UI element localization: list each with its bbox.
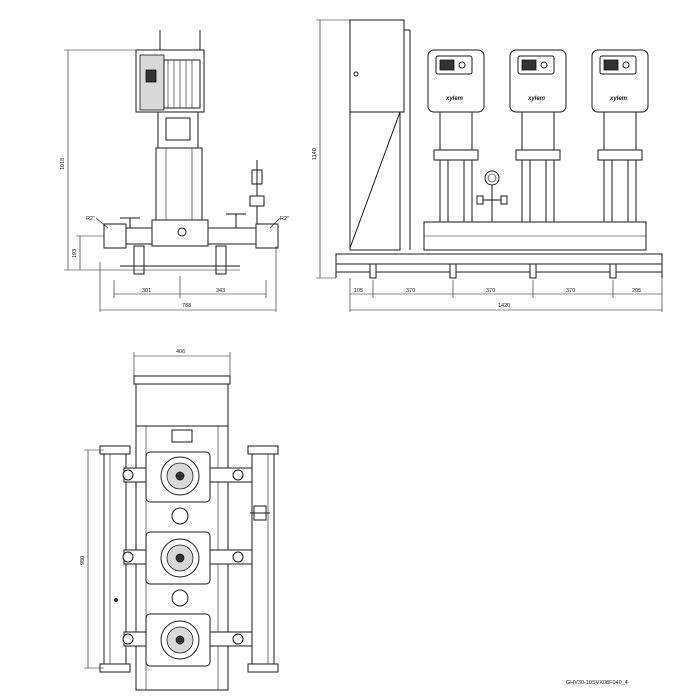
side-control-cabinet	[349, 19, 405, 113]
side-dim-seg-5: 205	[632, 288, 641, 294]
side-dim-seg-3: 370	[486, 288, 495, 294]
side-dim-seg-2: 370	[406, 288, 415, 294]
side-dim-total-length: 1420	[498, 303, 510, 309]
pump-brand-1: xylem	[445, 96, 464, 102]
front-pump-column	[155, 147, 203, 221]
dim-inlet-height: 193	[72, 249, 78, 258]
side-view: xylem xylem xylem	[312, 19, 663, 312]
top-pump-1	[122, 451, 253, 503]
dim-total-height: 1018	[60, 158, 66, 170]
drawing-code: GHV30-10SVX08F040_4	[566, 680, 628, 686]
pump-brand-3: xylem	[609, 96, 628, 102]
top-right-manifold	[251, 449, 275, 669]
top-pump-3	[122, 613, 253, 667]
side-dim-seg-1: 105	[354, 288, 363, 294]
top-view: 406	[80, 349, 279, 691]
dim-right-offset: 343	[216, 288, 225, 294]
side-base-frame	[335, 253, 663, 265]
inlet-label: R2"	[86, 216, 95, 222]
top-pump-2	[122, 531, 253, 585]
pump-unit-2: xylem	[509, 49, 567, 223]
dim-total-width: 788	[182, 303, 191, 309]
top-left-manifold	[103, 449, 127, 669]
outlet-label: R2"	[280, 216, 289, 222]
front-view: 1018 193 R2" R2" 301 343 788	[60, 30, 289, 312]
pump-unit-1: xylem	[427, 49, 485, 223]
top-control-box	[135, 383, 229, 427]
pump-unit-3: xylem	[591, 49, 649, 223]
side-dim-seg-4: 370	[566, 288, 575, 294]
dim-left-offset: 301	[142, 288, 151, 294]
pressure-gauge	[476, 170, 508, 222]
front-motor-drive	[139, 54, 165, 111]
side-dim-height: 1140	[312, 148, 318, 160]
pump-brand-2: xylem	[527, 96, 546, 102]
top-dim-length: 980	[80, 556, 86, 565]
top-dim-width: 406	[176, 349, 185, 355]
